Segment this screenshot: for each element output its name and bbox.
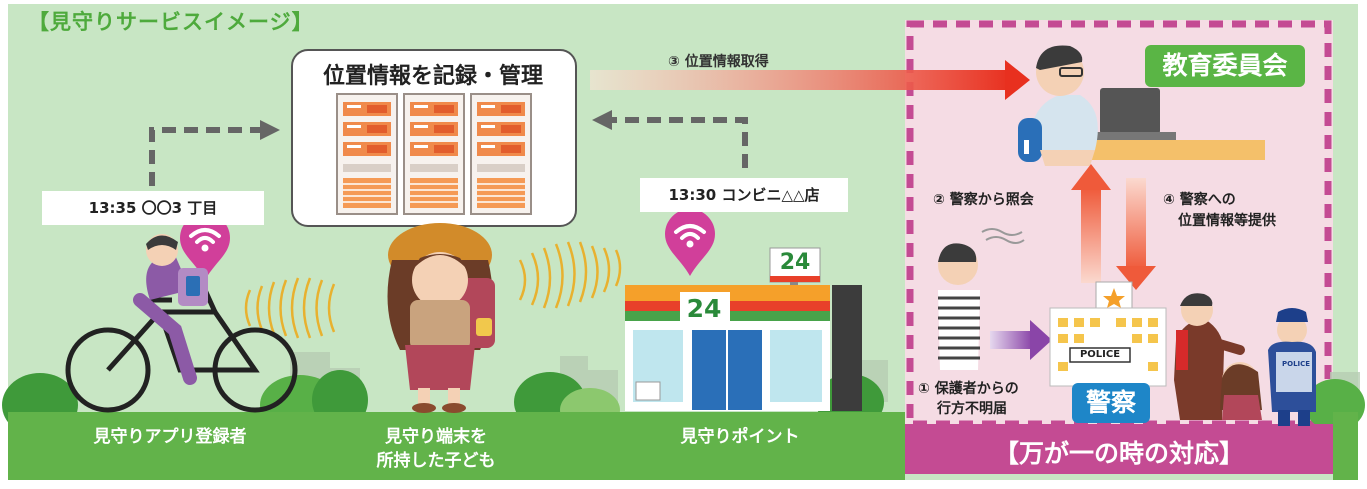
- police-officer-icon: [1174, 293, 1316, 426]
- step3-arrow: [590, 70, 1010, 90]
- server-title: 位置情報を記録・管理: [322, 64, 543, 89]
- store-location-chip: 13:30 コンビニ△△店: [640, 178, 848, 212]
- police-sign: POLICE: [1079, 349, 1121, 360]
- child-label-line1: 見守り端末を: [385, 427, 487, 447]
- wifi-pin-icon: [180, 213, 230, 280]
- step1-label-line2: 行方不明届: [937, 401, 1007, 417]
- app-user-label: 見守りアプリ登録者: [93, 427, 247, 447]
- wifi-pin-icon: [665, 209, 715, 276]
- page-title: 【見守りサービスイメージ】: [28, 10, 314, 34]
- parent-icon: [938, 228, 1025, 370]
- step3-label: ③ 位置情報取得: [668, 54, 769, 70]
- police-vest-label: POLICE: [1282, 360, 1311, 368]
- police-badge: 警察: [1072, 383, 1150, 423]
- office-worker-icon: [1018, 45, 1265, 166]
- board-of-education-badge: 教育委員会: [1145, 45, 1305, 87]
- convenience-store-icon: [625, 247, 862, 411]
- dashed-arrow-cyclist: [149, 127, 262, 186]
- step2-label: ② 警察から照会: [933, 192, 1034, 208]
- bicycle-icon: [65, 234, 298, 413]
- signal-waves-right: [518, 241, 622, 309]
- step4-label-line1: ④ 警察への: [1163, 192, 1236, 208]
- signal-waves-left: [244, 277, 336, 339]
- step4-label-line2: 位置情報等提供: [1178, 213, 1276, 229]
- dashed-arrow-store: [610, 117, 748, 168]
- emergency-title: 【万が一の時の対応】: [993, 439, 1244, 468]
- child-icon: [387, 223, 495, 413]
- child-label-line2: 所持した子ども: [376, 451, 496, 471]
- server-rack-icon: [336, 93, 532, 215]
- cyclist-location-chip: 13:35 〇〇3 丁目: [42, 191, 264, 225]
- step1-label-line1: ① 保護者からの: [918, 381, 1019, 397]
- watch-point-label: 見守りポイント: [680, 427, 800, 447]
- store-pole-number: 24: [779, 250, 811, 275]
- emergency-title-bar: [905, 424, 1333, 474]
- step1-arrow: [990, 331, 1032, 349]
- store-sign-number: 24: [686, 294, 722, 323]
- ground: [8, 412, 905, 480]
- step4-arrow: [1126, 178, 1146, 270]
- step2-arrow: [1081, 188, 1101, 283]
- emergency-border: [906, 20, 1332, 428]
- police-station-icon: [1049, 281, 1167, 387]
